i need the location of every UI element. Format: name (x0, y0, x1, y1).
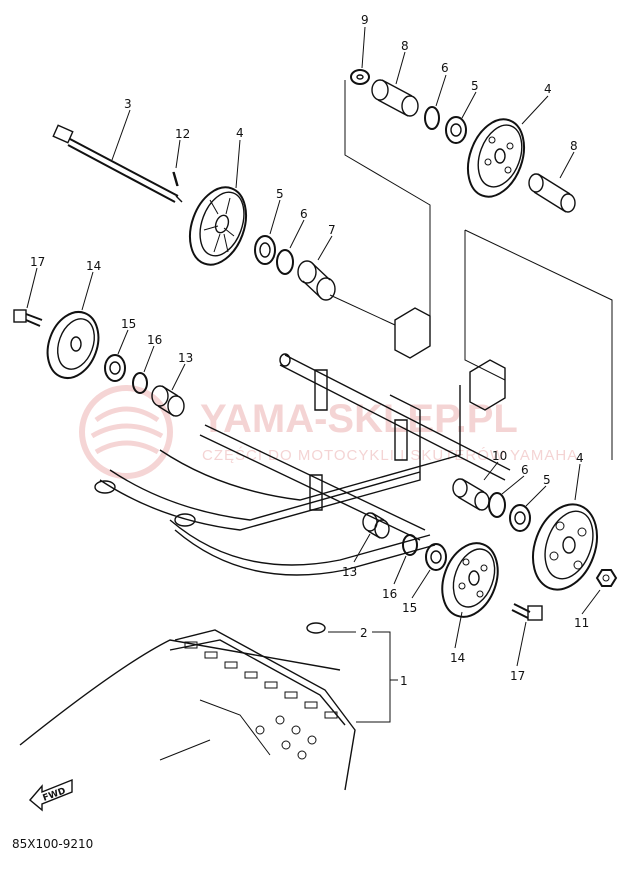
spacer-top (371, 79, 419, 117)
idler-wheel-mid (188, 186, 248, 266)
idler-wheel-right (532, 503, 598, 591)
washer-top (350, 69, 370, 85)
watermark-logo-mark (90, 406, 164, 455)
collar-bottom (362, 512, 390, 539)
idler-wheel-left (46, 311, 100, 379)
leader-lines (26, 26, 601, 723)
idler-wheel-top (466, 118, 526, 198)
callout-17-left: 17 (30, 255, 45, 269)
bolt-bottom (511, 603, 543, 621)
cotter-pin (172, 139, 181, 187)
watermark-sub: CZĘŚCI DO MOTOCYKLI I SKUTERÓW YAMAHA (202, 446, 578, 464)
track-holes (255, 715, 317, 760)
callout-4-mid: 4 (236, 126, 244, 140)
fwd-label: FWD (42, 786, 68, 803)
nut (595, 569, 618, 587)
callout-8-right: 8 (570, 139, 578, 153)
collar-right (452, 478, 490, 511)
bolt-left (13, 309, 43, 327)
callout-15-bottom: 15 (402, 601, 417, 615)
circlip-mid (276, 249, 294, 275)
callout-14-bottom: 14 (450, 651, 465, 665)
collar (297, 260, 336, 301)
watermark-main: YAMA-SKLEP.PL (200, 397, 518, 441)
callout-16-left: 16 (147, 333, 162, 347)
track-lugs (184, 641, 338, 719)
callouts: 9 8 6 5 4 8 3 12 4 5 6 7 17 14 15 16 13 … (30, 13, 589, 688)
explode-guides (329, 80, 613, 460)
callout-6-top: 6 (441, 61, 449, 75)
fwd-arrow: FWD (29, 778, 73, 812)
callout-5-mid: 5 (276, 187, 284, 201)
circlip-top (424, 106, 440, 130)
bearing-right (509, 504, 531, 532)
callout-1: 1 (400, 674, 408, 688)
axle-bolt (52, 124, 183, 203)
circlip-right (488, 492, 506, 518)
circlip-bottom (402, 534, 418, 556)
callout-2: 2 (360, 626, 368, 640)
callout-11: 11 (574, 616, 589, 630)
callout-12: 12 (175, 127, 190, 141)
callout-4-top: 4 (544, 82, 552, 96)
bearing-mid (254, 235, 276, 265)
circlip-left (132, 372, 148, 394)
bearing-left (104, 354, 126, 382)
watermark-logo-ring (79, 385, 173, 479)
spacer-right (528, 173, 576, 213)
callout-5-top: 5 (471, 79, 479, 93)
callout-6-right: 6 (521, 463, 529, 477)
callout-13-bottom: 13 (342, 565, 357, 579)
track-belt (19, 622, 356, 791)
callout-8-top: 8 (401, 39, 409, 53)
callout-9-top: 9 (361, 13, 369, 27)
callout-16-bottom: 16 (382, 587, 397, 601)
suspension-frame (94, 307, 511, 576)
track-clip (306, 622, 326, 634)
bearing-bottom (425, 543, 447, 571)
collar-left (151, 385, 185, 417)
callout-6-mid: 6 (300, 207, 308, 221)
callout-14-left: 14 (86, 259, 101, 273)
watermark: YAMA-SKLEP.PL CZĘŚCI DO MOTOCYKLI I SKUT… (79, 385, 578, 479)
callout-13-left: 13 (178, 351, 193, 365)
idler-wheel-bottom (441, 542, 499, 618)
callout-17-bottom: 17 (510, 669, 525, 683)
callout-4-right: 4 (576, 451, 584, 465)
callout-15-left: 15 (121, 317, 136, 331)
bearing-top (445, 116, 467, 144)
part-code: 85X100-9210 (12, 837, 93, 851)
callout-7: 7 (328, 223, 336, 237)
callout-5-right: 5 (543, 473, 551, 487)
callout-3: 3 (124, 97, 132, 111)
callout-10: 10 (492, 449, 507, 463)
